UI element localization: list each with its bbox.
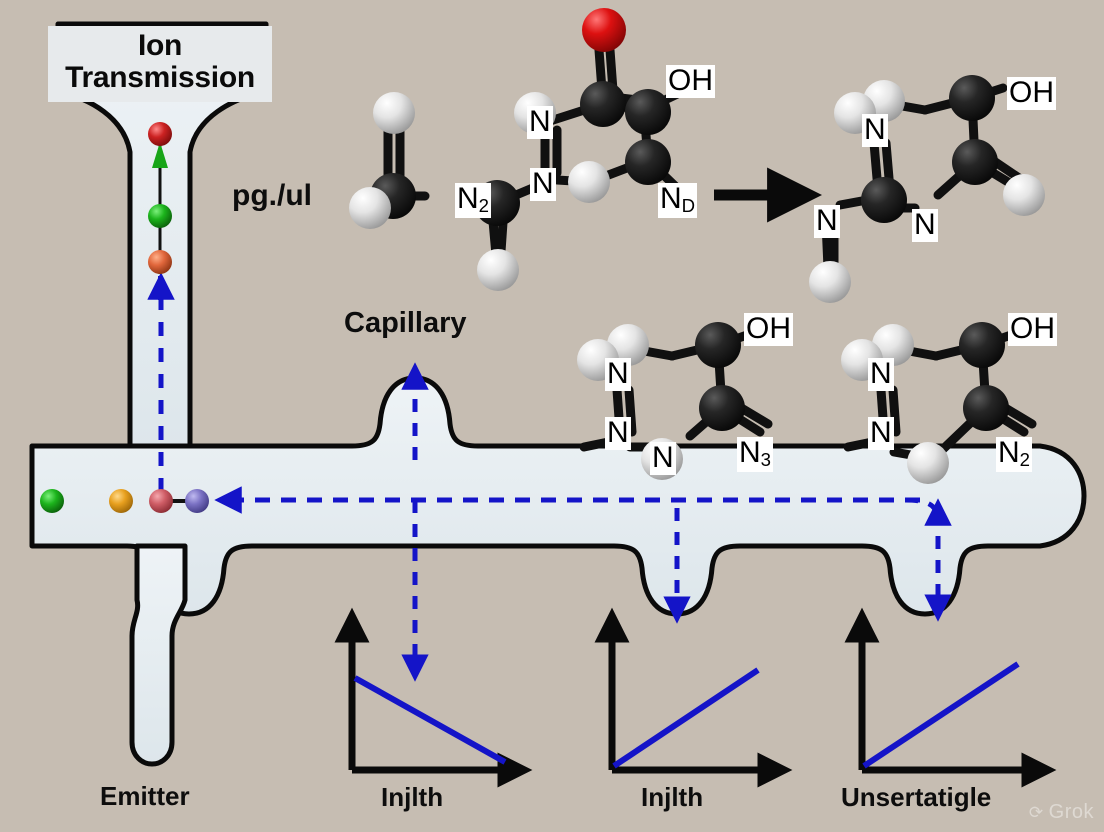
atom-carbon <box>959 322 1005 368</box>
flow-arrow-elbow <box>904 497 941 523</box>
atom-hydrogen <box>373 92 415 134</box>
atom-oxygen <box>582 8 626 52</box>
emitter-beads <box>148 122 172 274</box>
atom-carbon <box>695 322 741 368</box>
graph-2-trace <box>612 667 760 769</box>
atom-label-n: N <box>912 208 938 242</box>
atom-label-n: N <box>868 357 894 391</box>
atom-carbon <box>625 89 671 135</box>
bead-salmon <box>148 250 172 274</box>
ion-transmission-panel: Ion Transmission <box>48 26 272 102</box>
bead-pink <box>149 489 173 513</box>
atom-carbon <box>963 385 1009 431</box>
bead-purple <box>185 489 209 513</box>
graph-2 <box>594 607 793 788</box>
atom-carbon <box>580 81 626 127</box>
emitter-tip <box>129 543 188 767</box>
atom-label-oh: OH <box>744 312 793 346</box>
graph-3 <box>844 607 1057 788</box>
ion-transmission-line-1: Ion <box>137 29 183 62</box>
ion-direction-arrow <box>152 142 168 168</box>
atom-label-oh: OH <box>1008 312 1057 346</box>
concentration-label: pg./ul <box>232 179 312 212</box>
atom-hydrogen <box>809 261 851 303</box>
atom-hydrogen <box>568 161 610 203</box>
atom-label-n: N <box>862 113 888 147</box>
atom-label-n3: N3 <box>737 436 774 472</box>
graph-1-xlabel: Injlth <box>381 782 444 812</box>
atom-label-oh: OH <box>1007 76 1056 110</box>
graph-1 <box>334 607 533 788</box>
atom-label-n: N <box>605 357 631 391</box>
atom-label-n: N <box>868 416 894 450</box>
main-channel <box>29 375 1087 617</box>
atom-label-n2: N2 <box>455 182 492 218</box>
emitter-label: Emitter <box>100 781 190 811</box>
bead-green <box>40 489 64 513</box>
watermark-text: Grok <box>1048 801 1094 823</box>
atom-hydrogen <box>1003 174 1045 216</box>
atom-carbon <box>949 75 995 121</box>
atom-carbon <box>699 385 745 431</box>
bead-red <box>148 122 172 146</box>
bead-orange <box>109 489 133 513</box>
graph-3-trace <box>862 661 1020 769</box>
capillary-label: Capillary <box>344 307 467 339</box>
atom-label-n: N <box>814 204 840 238</box>
atom-label-n: N <box>650 441 676 475</box>
flow-arrows <box>147 272 952 682</box>
ion-transmission-line-2: Transmission <box>65 61 255 95</box>
atom-hydrogen <box>477 249 519 291</box>
graph-1-trace <box>353 675 507 765</box>
atom-label-oh: OH <box>666 64 715 98</box>
atom-carbon <box>952 139 998 185</box>
molecule-channel-right <box>841 322 1037 484</box>
atom-label-nD: ND <box>658 182 698 218</box>
atom-hydrogen <box>349 187 391 229</box>
atom-label-n: N <box>527 105 553 139</box>
atom-hydrogen <box>907 442 949 484</box>
atom-carbon <box>861 177 907 223</box>
grok-watermark: ⟳Grok <box>1029 801 1094 824</box>
graph-2-xlabel: Injlth <box>641 782 704 812</box>
atom-label-n2: N2 <box>996 436 1033 472</box>
molecule-channel-mid <box>577 322 773 480</box>
atom-carbon <box>625 139 671 185</box>
channel-beads <box>40 489 209 513</box>
atom-label-n: N <box>530 167 556 201</box>
graph-3-xlabel: Unsertatigle <box>841 782 992 812</box>
bead-green <box>148 204 172 228</box>
atom-label-n: N <box>605 416 631 450</box>
refresh-icon: ⟳ <box>1028 803 1044 822</box>
